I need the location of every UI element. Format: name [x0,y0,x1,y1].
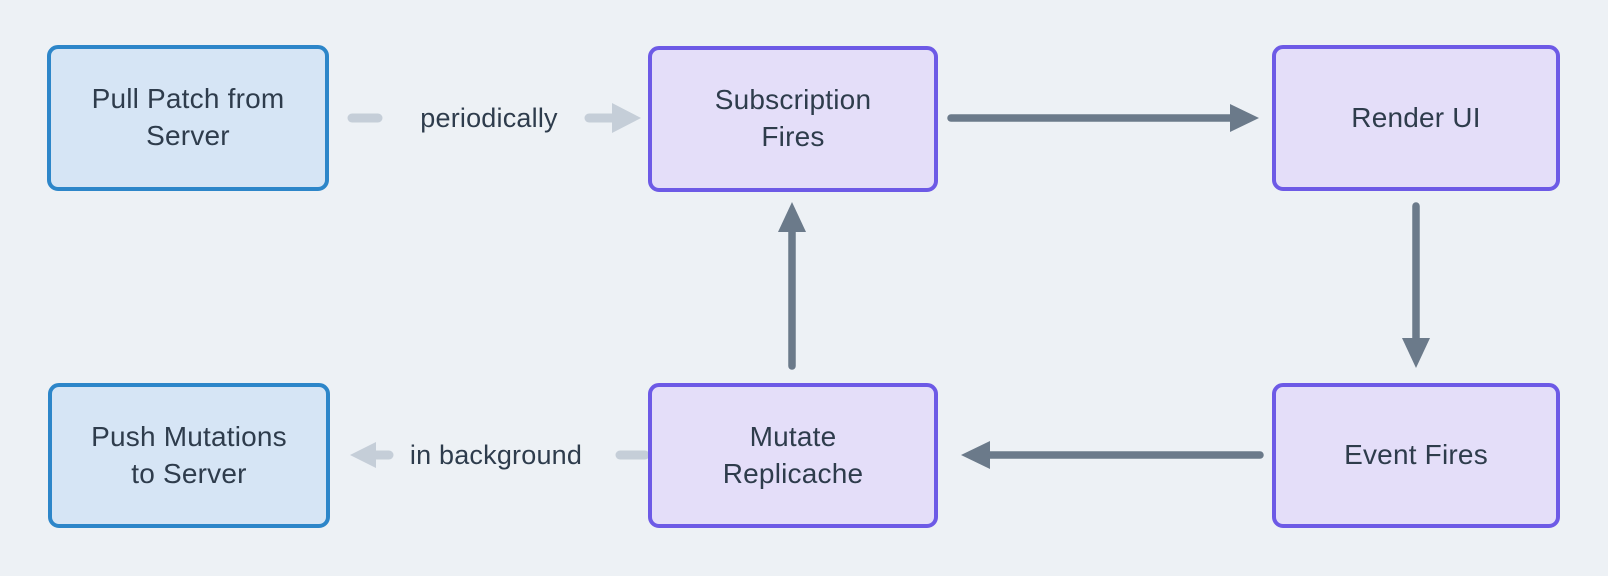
node-push-mutations-to-server: Push Mutations to Server [48,383,330,528]
node-mutate-replicache: Mutate Replicache [648,383,938,528]
edge-label-periodically: periodically [420,103,558,133]
node-label: Mutate Replicache [722,420,864,489]
arrow-mutate-to-subscription [778,202,806,370]
node-label: Push Mutations to Server [91,420,287,489]
node-event-fires: Event Fires [1272,383,1560,528]
node-label: Pull Patch from Server [91,83,285,151]
node-render-ui: Render UI [1272,45,1560,191]
edge-label-in-background: in background [409,440,583,470]
node-subscription-fires: Subscription Fires [648,46,938,192]
arrow-event-to-mutate [961,441,1264,469]
arrow-subscription-to-render [947,104,1259,132]
node-label: Render UI [1351,101,1481,133]
node-label: Event Fires [1344,439,1488,471]
node-pull-patch-from-server: Pull Patch from Server [47,45,329,191]
node-label: Subscription Fires [714,84,872,152]
arrow-render-to-event [1402,202,1430,368]
